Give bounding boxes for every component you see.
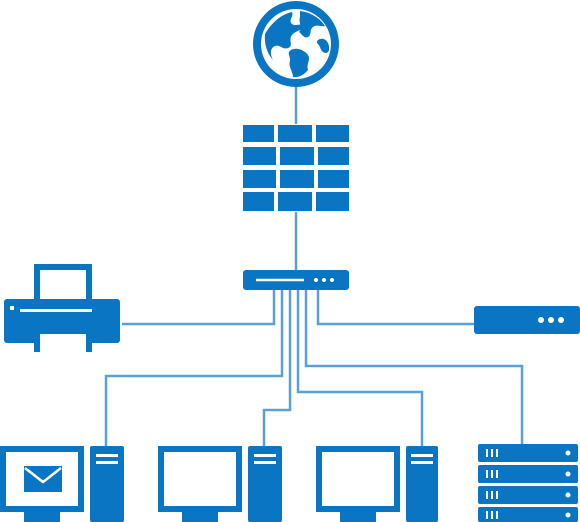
workstation-mail xyxy=(0,446,124,522)
server-rack-icon xyxy=(478,444,578,522)
computer-tower-icon xyxy=(406,446,438,522)
link-switch-workstation-2 xyxy=(262,290,292,446)
link-switch-workstation-3 xyxy=(296,290,424,446)
link-switch-modem xyxy=(316,290,474,326)
monitor-icon xyxy=(158,446,242,522)
workstation-2 xyxy=(158,446,282,522)
link-switch-server xyxy=(304,290,524,444)
globe-icon xyxy=(253,1,339,87)
computer-tower-icon xyxy=(90,446,124,522)
link-switch-workstation-mail xyxy=(104,290,284,446)
connection-lines xyxy=(104,86,524,446)
modem-icon xyxy=(474,306,580,334)
brick-wall-icon xyxy=(243,125,349,211)
workstation-3 xyxy=(316,446,438,522)
monitor-icon xyxy=(316,446,400,522)
network-switch-icon xyxy=(243,270,349,290)
printer-icon xyxy=(4,264,120,352)
link-switch-printer xyxy=(122,290,276,326)
mail-icon xyxy=(24,466,62,492)
computer-tower-icon xyxy=(248,446,282,522)
